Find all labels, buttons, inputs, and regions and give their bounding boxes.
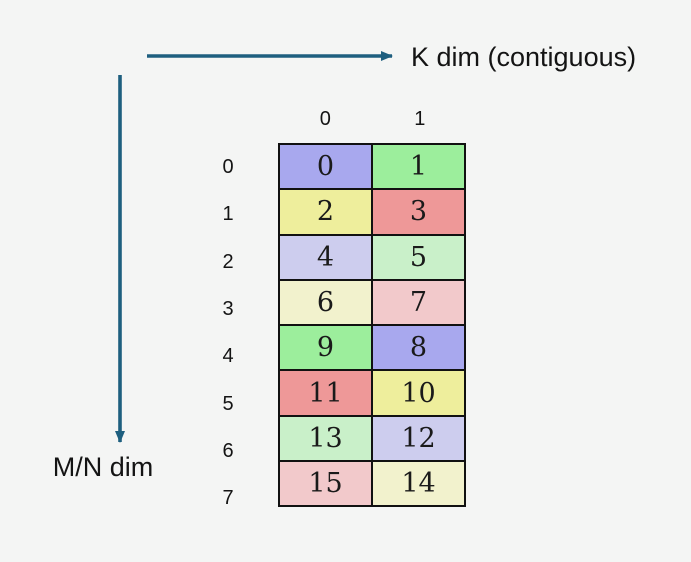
row-header-3: 3 (222, 298, 234, 321)
grid-cell: 13 (278, 414, 373, 463)
grid-cell: 1 (371, 142, 466, 191)
k-dim-label: K dim (contiguous) (411, 42, 637, 72)
grid-cell: 10 (371, 369, 466, 417)
row-header-7: 7 (222, 487, 234, 510)
grid-cell: 7 (371, 278, 466, 327)
column-header-0: 0 (319, 108, 331, 130)
row-headers: 0 1 2 3 4 5 6 7 (208, 144, 248, 522)
grid-cell: 3 (371, 188, 466, 236)
data-grid: 0 1 2 3 4 5 6 7 9 8 11 10 (278, 142, 466, 508)
grid-cell: 9 (278, 324, 373, 372)
row-header-0: 0 (222, 156, 234, 179)
table-row: 0 1 (278, 142, 466, 191)
table-row: 11 10 (278, 369, 466, 417)
row-header-2: 2 (222, 250, 234, 273)
grid-cell: 14 (371, 460, 466, 508)
grid-cell: 11 (278, 369, 373, 417)
grid-cell: 0 (278, 142, 373, 191)
grid-cell: 4 (278, 233, 373, 281)
row-header-1: 1 (222, 203, 234, 226)
mn-dim-label: M/N dim (52, 452, 154, 482)
row-header-6: 6 (222, 439, 234, 462)
grid-cell: 2 (278, 188, 373, 236)
grid-cell: 5 (371, 233, 466, 281)
table-row: 15 14 (278, 460, 466, 508)
table-row: 13 12 (278, 414, 466, 463)
grid-cell: 15 (278, 460, 373, 508)
grid-cell: 12 (371, 414, 466, 463)
row-header-5: 5 (222, 392, 234, 415)
grid-cell: 6 (278, 278, 373, 327)
table-row: 2 3 (278, 188, 466, 236)
table-row: 6 7 (278, 278, 466, 327)
grid-cell: 8 (371, 324, 466, 372)
table-row: 9 8 (278, 324, 466, 372)
table-row: 4 5 (278, 233, 466, 281)
column-headers: 0 1 (278, 106, 467, 132)
row-header-4: 4 (222, 345, 234, 368)
column-header-1: 1 (414, 108, 426, 130)
